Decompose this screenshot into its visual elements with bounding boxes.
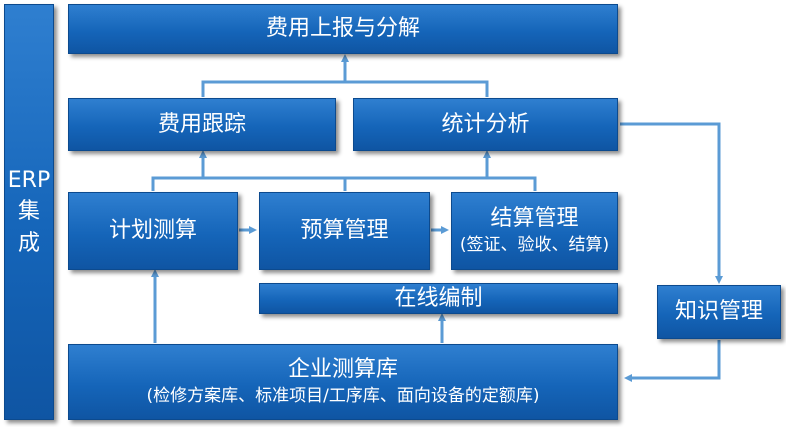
cost-report-decompose-box: 费用上报与分解 [68, 4, 618, 54]
settlement-management-box: 结算管理 (签证、验收、结算) [451, 192, 618, 270]
online-editing-box: 在线编制 [259, 283, 618, 314]
arrow-analysis-to-knowledge [620, 122, 723, 284]
statistical-analysis-box: 统计分析 [353, 98, 618, 151]
enterprise-estimation-library-box: 企业测算库 (检修方案库、标准项目/工序库、面向设备的定额库) [68, 344, 618, 420]
budget-management-box: 预算管理 [259, 192, 430, 270]
connector-row-to-middle [151, 176, 537, 191]
settlement-management-sub: (签证、验收、结算) [459, 235, 610, 256]
plan-estimation-label: 计划测算 [108, 218, 197, 244]
statistical-analysis-label: 统计分析 [441, 111, 530, 137]
cost-tracking-label: 费用跟踪 [157, 111, 246, 137]
connector-tracking-analysis-to-top [201, 80, 489, 97]
cost-tracking-box: 费用跟踪 [68, 98, 336, 151]
settlement-management-label: 结算管理 [490, 206, 579, 232]
budget-management-label: 预算管理 [300, 218, 389, 244]
erp-label-line1: ERP [7, 168, 51, 194]
cost-report-decompose-label: 费用上报与分解 [265, 16, 420, 42]
erp-label-line3: 成 [17, 230, 40, 256]
knowledge-management-box: 知识管理 [657, 285, 781, 339]
enterprise-estimation-library-label: 企业测算库 [287, 357, 398, 383]
erp-label-line2: 集 [17, 199, 40, 225]
knowledge-management-label: 知识管理 [674, 299, 763, 325]
online-editing-label: 在线编制 [394, 285, 483, 311]
plan-estimation-box: 计划测算 [68, 192, 238, 270]
arrow-knowledge-to-library [624, 340, 721, 382]
enterprise-estimation-library-sub: (检修方案库、标准项目/工序库、面向设备的定额库) [146, 386, 540, 407]
erp-integration-box: ERP 集 成 [4, 4, 54, 420]
